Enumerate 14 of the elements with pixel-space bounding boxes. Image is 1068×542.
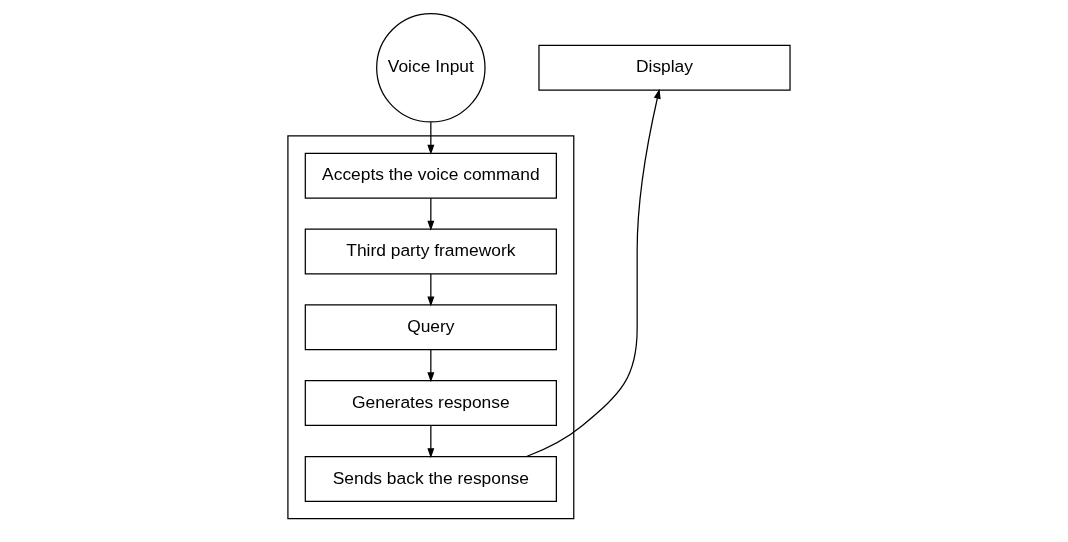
arrow	[427, 197, 435, 231]
cluster	[287, 135, 575, 520]
arrow	[427, 273, 435, 307]
arrow	[525, 88, 661, 458]
node-box: Generates response	[304, 380, 557, 427]
arrow	[427, 424, 435, 459]
node-box: Display	[538, 44, 791, 91]
node-box: Sends back the response	[304, 455, 557, 502]
node-box: Accepts the voice command	[304, 152, 557, 199]
arrow	[427, 121, 435, 155]
node-box: Third party framework	[304, 228, 557, 275]
node-circle: Voice Input	[376, 13, 486, 123]
arrow	[427, 349, 435, 383]
node-box: Query	[304, 304, 557, 351]
